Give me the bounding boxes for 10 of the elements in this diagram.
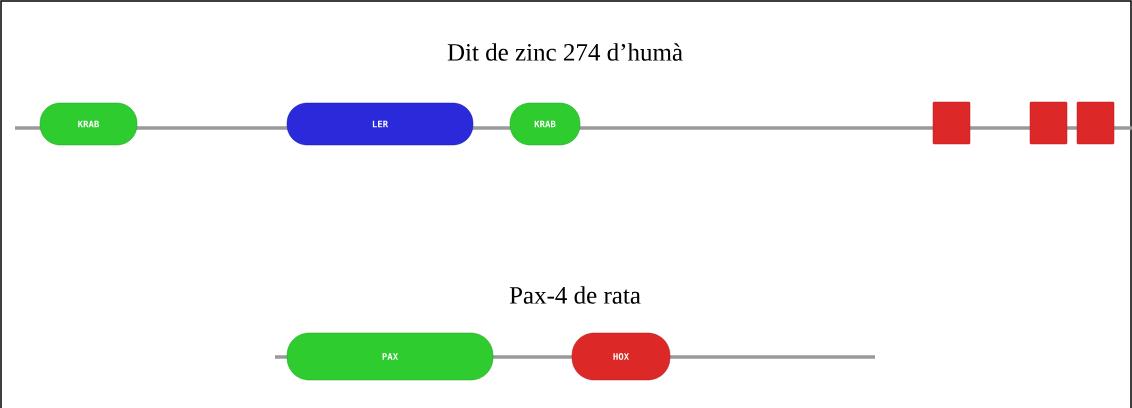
domain-pill: HOX [571,332,671,381]
domain-square [1029,101,1068,145]
heading: Dit de zinc 274 d’humà [447,43,683,61]
domain-pill: KRAB [39,102,138,146]
domain-pill: PAX [286,332,494,381]
domain-pill: LER [286,102,474,146]
heading: Pax-4 de rata [509,286,641,304]
domain-square [932,101,971,145]
domain-pill: KRAB [509,102,581,146]
domain-square [1076,101,1115,145]
